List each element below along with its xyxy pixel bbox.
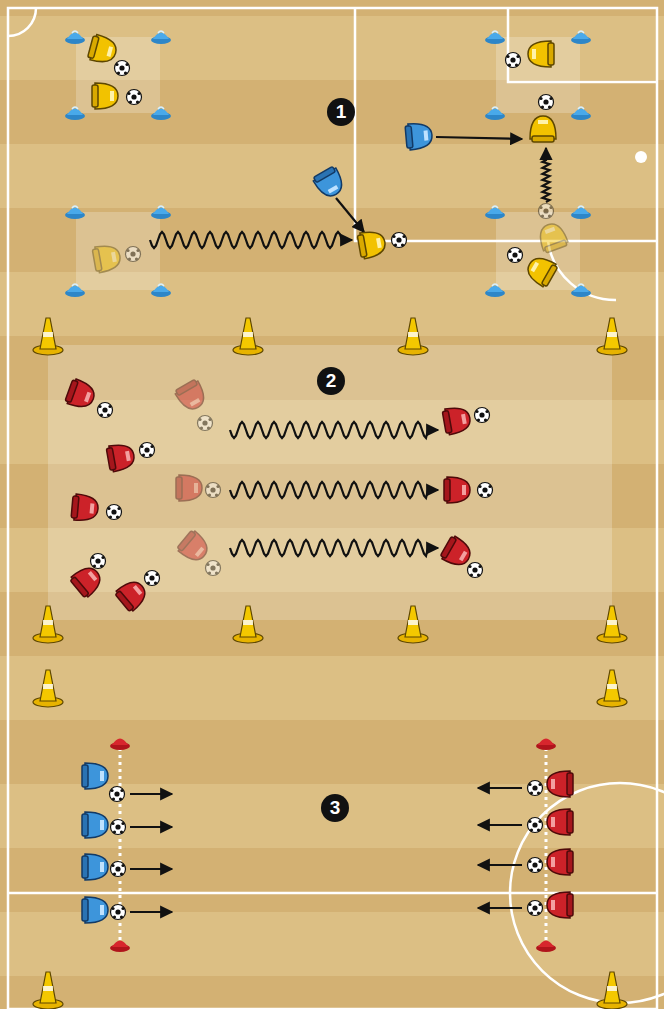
dribble-path bbox=[230, 540, 438, 556]
dribble-path bbox=[543, 148, 550, 202]
callout-number: 2 bbox=[317, 367, 345, 395]
dribble-path bbox=[150, 232, 352, 248]
dribble-path bbox=[230, 422, 438, 438]
dribble-path bbox=[230, 482, 438, 498]
callout-number: 1 bbox=[327, 98, 355, 126]
callout-number: 3 bbox=[321, 794, 349, 822]
